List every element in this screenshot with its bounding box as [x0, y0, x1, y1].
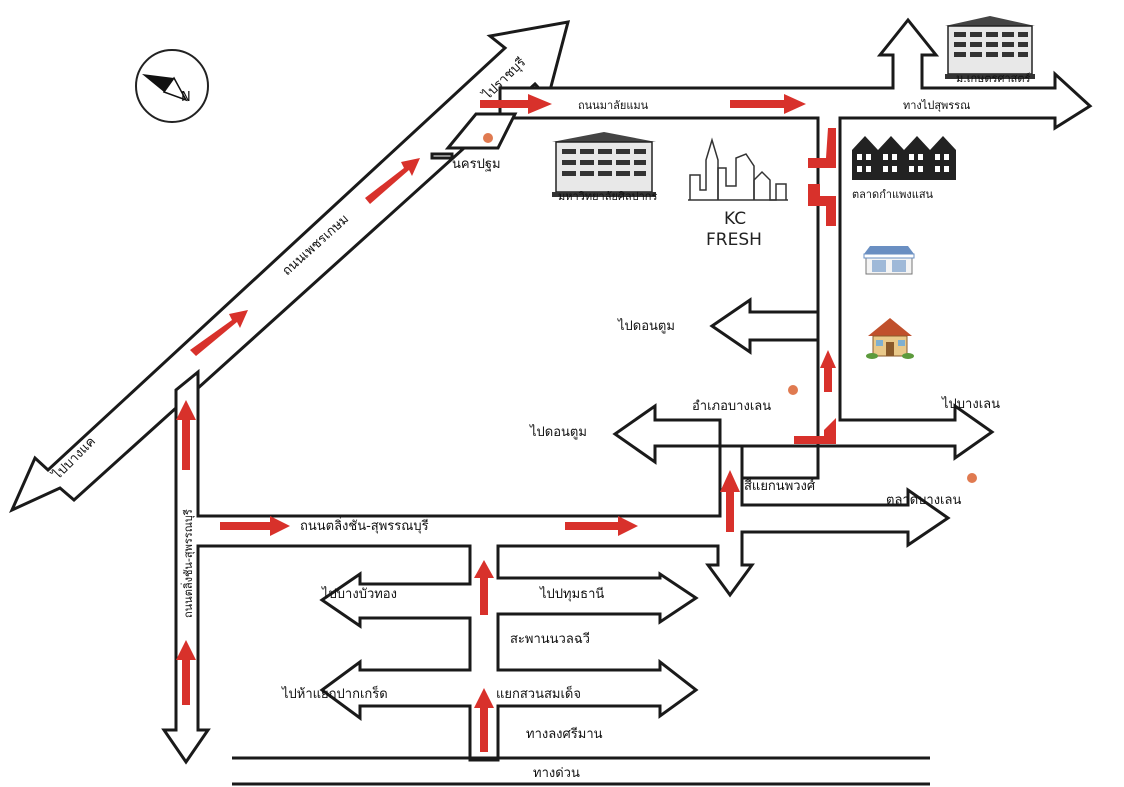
label-to-sriman: ทางลงศรีมาน — [526, 726, 603, 742]
skyline-icon — [688, 137, 788, 201]
townhouse-icon — [852, 136, 956, 180]
label-road-malaiman: ถนนมาลัยแมน — [578, 99, 649, 112]
road-nakhon-pathom-link — [430, 152, 454, 160]
road-bang-len-market — [161, 368, 951, 765]
label-kasetsart: ม.เกษตรศาสตร์ — [956, 72, 1030, 85]
compass-north-label: N — [181, 90, 191, 105]
road-phet-kasem — [9, 20, 571, 514]
road-malaiman — [498, 17, 1093, 480]
label-bang-len-market: ตลาดบางเลน — [886, 493, 961, 508]
label-amphoe-bang-len: อำเภอบางเลน — [692, 399, 771, 414]
label-to-don-tum-upper: ไปดอนตูม — [617, 318, 675, 334]
label-expressway: ทางด่วน — [533, 766, 580, 781]
label-to-suphan: ทางไปสุพรรณ — [903, 99, 970, 112]
label-road-taling-chan-vertical: ถนนตลิ่งชัน-สุพรรณบุรี — [180, 509, 195, 618]
label-nakhon-pathom: นครปฐม — [452, 157, 501, 172]
house-icon — [866, 318, 914, 359]
label-yaek-suan-somdet: แยกสวนสมเด็จ — [496, 684, 581, 702]
route-arrow — [176, 640, 196, 705]
label-kc-fresh-line2: FRESH — [706, 230, 762, 250]
location-dot — [483, 133, 493, 143]
route-arrow — [190, 310, 248, 356]
route-arrow — [820, 350, 836, 392]
location-dot — [967, 473, 977, 483]
label-si-yaek-nop-phong: สี่แยกนพวงศ์ — [744, 477, 816, 494]
label-to-don-tum-lower: ไปดอนตูม — [529, 424, 587, 440]
label-to-bang-bua-thong: ไปบางบัวทอง — [321, 586, 397, 602]
label-to-pak-kret: ไปห้าแยกปากเกร็ด — [281, 684, 388, 702]
route-arrow — [730, 94, 806, 114]
compass-icon — [135, 49, 209, 123]
route-arrow — [474, 560, 494, 615]
route-arrow — [365, 158, 420, 204]
label-nawalchawi-bridge: สะพานนวลฉวี — [510, 631, 590, 647]
route-arrow — [176, 400, 196, 470]
route-arrow — [720, 470, 740, 532]
route-arrow — [794, 418, 836, 444]
route-arrow — [480, 94, 552, 114]
label-road-taling-chan: ถนนตลิ่งชัน-สุพรรณบุรี — [300, 517, 429, 534]
label-kc-fresh-line1: KC — [724, 209, 746, 229]
label-silpakorn: มหาวิทยาลัยศิลปากร — [558, 190, 657, 203]
label-kamphaeng-saen-market: ตลาดกำแพงแสน — [852, 188, 934, 201]
label-to-bang-len: ไปบางเลน — [941, 396, 1000, 412]
route-arrow — [565, 516, 638, 536]
road-don-tum-lower — [612, 403, 722, 465]
route-arrow — [220, 516, 290, 536]
shop-icon — [863, 246, 915, 275]
route-arrow — [808, 184, 836, 226]
label-to-pathum-thani: ไปปทุมธานี — [539, 586, 604, 602]
building-icon — [945, 16, 1035, 79]
building-icon — [552, 132, 656, 197]
route-arrow — [474, 688, 494, 752]
location-dot — [788, 385, 798, 395]
road-don-tum-upper — [709, 297, 820, 355]
road-nakhon-pathom-loop — [444, 112, 518, 150]
route-arrows — [176, 94, 836, 752]
route-arrow — [808, 128, 836, 168]
